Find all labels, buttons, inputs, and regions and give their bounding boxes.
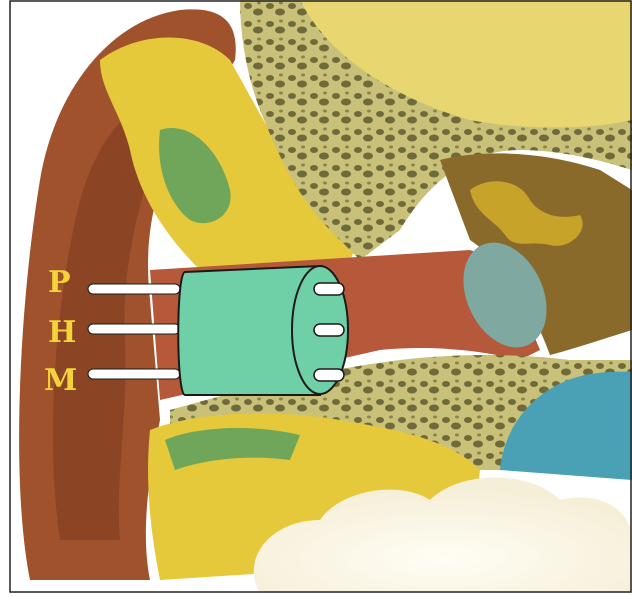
wire-m [88,369,180,379]
earplug-device [178,266,348,395]
wire-h [88,324,180,334]
wire-p [88,284,180,294]
pin-top [314,283,344,295]
label-h: H [48,318,76,348]
label-m: M [44,366,77,396]
label-p: P [48,268,71,298]
pin-middle [314,324,344,336]
pin-bottom [314,369,344,381]
